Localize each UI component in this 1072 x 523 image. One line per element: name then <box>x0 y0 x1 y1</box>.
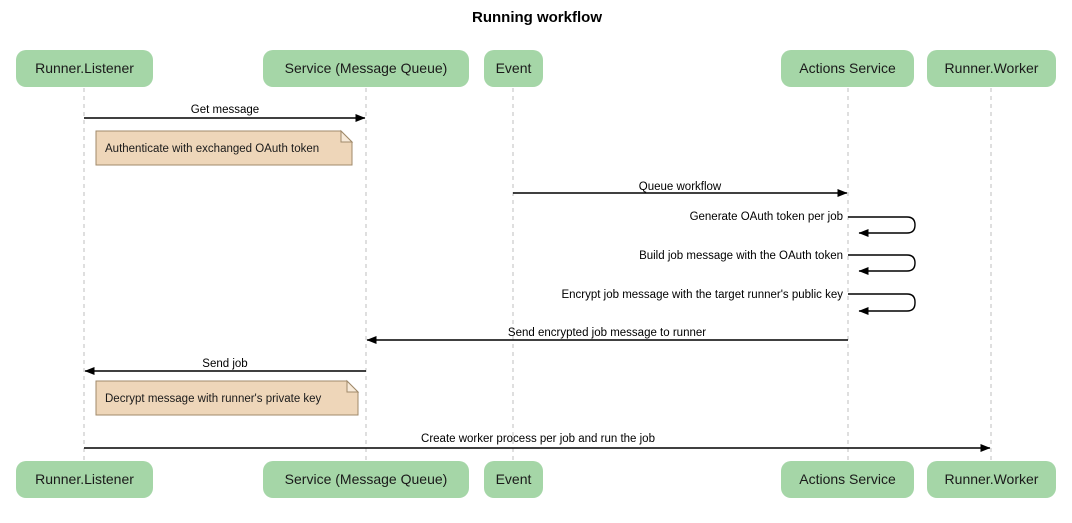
participant-box <box>927 50 1056 87</box>
note-label: Authenticate with exchanged OAuth token <box>105 143 319 155</box>
participant-service-message-queue-top[interactable]: Service (Message Queue) <box>263 50 469 87</box>
participant-label: Event <box>496 471 532 487</box>
participant-label: Event <box>496 60 532 76</box>
note-fold-corner-icon <box>346 379 360 393</box>
self-call-path <box>848 293 916 315</box>
participant-service-message-queue-bottom[interactable]: Service (Message Queue) <box>263 461 469 498</box>
message-label: Queue workflow <box>639 181 722 193</box>
participant-actions-service-top[interactable]: Actions Service <box>781 50 914 87</box>
participant-box <box>781 50 914 87</box>
message-get-message: Get message <box>84 104 366 122</box>
page-title: Running workflow <box>472 9 602 26</box>
note-fold-corner-icon <box>340 129 354 143</box>
message-label: Generate OAuth token per job <box>690 211 843 223</box>
participant-box <box>781 461 914 498</box>
note-body <box>95 380 359 416</box>
participant-box <box>16 461 153 498</box>
message-build-job-message-with-the-oauth-token: Build job message with the OAuth token <box>639 250 916 275</box>
message-label: Send encrypted job message to runner <box>508 327 706 339</box>
message-queue-workflow: Queue workflow <box>513 181 848 197</box>
participant-runner-worker-bottom[interactable]: Runner.Worker <box>927 461 1056 498</box>
message-label: Get message <box>191 104 259 116</box>
participant-runner-listener-bottom[interactable]: Runner.Listener <box>16 461 153 498</box>
message-encrypt-job-message-with-the-target-runners-public-key: Encrypt job message with the target runn… <box>561 289 916 315</box>
participant-label: Service (Message Queue) <box>285 60 448 76</box>
message-label: Create worker process per job and run th… <box>421 433 655 445</box>
participant-label: Actions Service <box>799 60 896 76</box>
participant-actions-service-bottom[interactable]: Actions Service <box>781 461 914 498</box>
participant-box <box>263 461 469 498</box>
message-label: Build job message with the OAuth token <box>639 250 843 262</box>
participant-box <box>16 50 153 87</box>
note-label: Decrypt message with runner's private ke… <box>105 393 322 405</box>
participant-box <box>484 461 543 498</box>
participant-label: Runner.Listener <box>35 60 134 76</box>
participant-runner-worker-top[interactable]: Runner.Worker <box>927 50 1056 87</box>
note-authenticate: Authenticate with exchanged OAuth token <box>95 129 354 166</box>
message-send-job: Send job <box>84 358 366 375</box>
message-generate-oauth-token-per-job: Generate OAuth token per job <box>690 211 916 237</box>
message-create-worker-process-per-job-and-run-the-job: Create worker process per job and run th… <box>84 433 991 452</box>
participant-box <box>263 50 469 87</box>
message-send-encrypted-job-message-to-runner: Send encrypted job message to runner <box>366 327 848 344</box>
participant-box <box>484 50 543 87</box>
participant-label: Runner.Worker <box>945 471 1039 487</box>
self-call-path <box>848 254 916 275</box>
lifelines-group <box>83 88 992 461</box>
participants-bottom-group: Runner.Listener Service (Message Queue) Ev… <box>16 461 1056 498</box>
message-label: Send job <box>202 358 247 370</box>
notes-group: Authenticate with exchanged OAuth tokenD… <box>95 129 360 416</box>
participants-top-group: Runner.Listener Service (Message Queue) Ev… <box>16 50 1056 87</box>
note-body <box>95 130 353 166</box>
participant-label: Runner.Worker <box>945 60 1039 76</box>
self-call-path <box>848 216 916 237</box>
note-decrypt: Decrypt message with runner's private ke… <box>95 379 360 416</box>
participant-runner-listener-top[interactable]: Runner.Listener <box>16 50 153 87</box>
message-label: Encrypt job message with the target runn… <box>561 289 843 301</box>
participant-label: Runner.Listener <box>35 471 134 487</box>
participant-box <box>927 461 1056 498</box>
participant-event-bottom[interactable]: Event <box>484 461 543 498</box>
participant-event-top[interactable]: Event <box>484 50 543 87</box>
participant-label: Service (Message Queue) <box>285 471 448 487</box>
participant-label: Actions Service <box>799 471 896 487</box>
